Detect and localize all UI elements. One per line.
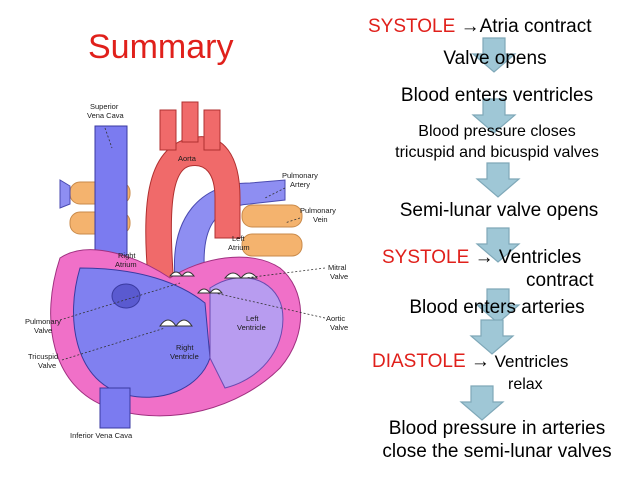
label-aortic-valve-l2: Valve [330,323,348,332]
label-left-atrium-l1: Left [232,234,245,243]
valves [159,271,259,327]
label-right-atrium-l1: Right [118,251,136,260]
step-pressure-arteries-l1: Blood pressure in arteries [388,418,606,439]
label-right-atrium-l2: Atrium [115,260,137,269]
step-ventricles-relax-l2: relax [508,376,543,393]
inferior-vena-cava-shape [99,387,131,429]
step-blood-enters-arteries: Blood enters arteries [409,297,585,318]
step-text: Atria contract [479,16,592,37]
page-title: Summary [88,28,234,66]
aortic-valve-shape [196,288,224,294]
pulmonary-valve-shape [168,271,196,277]
arrow-right-icon: → [474,247,494,268]
aorta-branch [203,109,221,151]
label-superior-vena-cava-l2: Vena Cava [87,111,125,120]
step-ventricles-contract-l2: contract [526,270,594,291]
label-mitral-valve-l2: Valve [330,272,348,281]
aorta-shape [145,136,241,299]
step-valve-opens: Valve opens [443,48,547,69]
systole-label: SYSTOLE [368,16,461,37]
label-mitral-valve-l1: Mitral [328,263,347,272]
label-pulmonary-vein-l2: Vein [313,215,328,224]
label-left-ventricle-l2: Ventricle [237,323,266,332]
label-aortic-valve-l1: Aortic [326,314,345,323]
label-tricuspid-valve-l1: Tricuspid [28,352,58,361]
label-pulmonary-artery-l1: Pulmonary [282,171,318,180]
arrow-right-icon: → [470,351,490,372]
label-tricuspid-valve-l2: Valve [38,361,56,370]
label-pulmonary-valve-l1: Pulmonary [25,317,61,326]
pulmonary-artery-shape [173,179,286,279]
step-pressure-arteries-l2: close the semi-lunar valves [382,441,612,462]
process-flow: SYSTOLE →Atria contract Valve opens Bloo… [360,0,638,479]
label-right-ventricle-l1: Right [176,343,194,352]
label-right-ventricle-l2: Ventricle [170,352,199,361]
right-chambers [73,267,211,398]
step-atria-contract: SYSTOLE →Atria contract [368,16,638,38]
label-pulmonary-valve-l2: Valve [34,326,52,335]
arrow-right-icon: → [460,16,480,37]
label-superior-vena-cava-l1: Superior [90,102,119,111]
heart-diagram: Superior Vena Cava Aorta Pulmonary Arter… [25,101,348,440]
flow-arrows [460,37,520,421]
down-arrow-icon [470,319,514,355]
step-text: Ventricles [489,352,569,371]
step-ventricles-relax: DIASTOLE → Ventricles [372,351,638,373]
mitral-valve-shape [223,272,259,279]
step-pressure-closes-l1: Blood pressure closes [418,123,576,140]
aorta-branch [159,109,177,151]
down-arrow-icon [460,385,504,421]
coronary-sinus [111,283,141,309]
systole-label: SYSTOLE [382,247,475,268]
tricuspid-valve-shape [159,319,193,327]
diastole-label: DIASTOLE [372,351,471,372]
label-pulmonary-artery-l2: Artery [290,180,310,189]
step-text: Ventricles [493,247,582,268]
step-semilunar-opens: Semi-lunar valve opens [399,200,599,221]
label-left-atrium-l2: Atrium [228,243,250,252]
leader-lines [59,127,326,361]
label-left-ventricle-l1: Left [246,314,259,323]
step-ventricles-contract: SYSTOLE → Ventricles [382,247,638,269]
label-pulmonary-vein-l1: Pulmonary [300,206,336,215]
step-pressure-closes-l2: tricuspid and bicuspid valves [395,144,599,161]
down-arrow-icon [476,162,520,198]
step-blood-enters-ventricles: Blood enters ventricles [400,85,594,106]
label-inferior-vena-cava: Inferior Vena Cava [70,431,133,440]
left-pulmonary-branch [59,179,71,209]
aorta-branch [181,101,199,143]
label-aorta: Aorta [178,154,197,163]
